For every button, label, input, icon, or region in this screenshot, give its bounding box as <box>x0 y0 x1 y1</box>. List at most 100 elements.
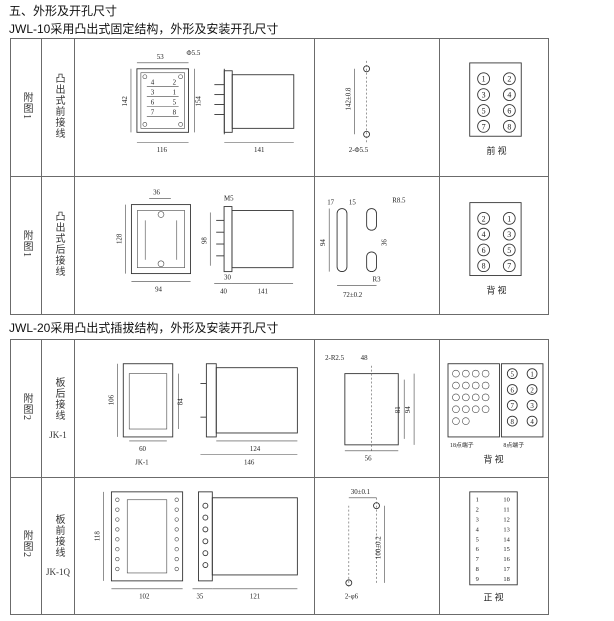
model-label: JK-1Q <box>46 567 70 578</box>
terminal-label: 7 <box>482 122 486 131</box>
terminal-label: 14 <box>503 536 510 543</box>
dim-142: 142 <box>121 96 129 107</box>
dim-142b: 142±0.8 <box>345 87 353 110</box>
svg-text:4: 4 <box>151 79 155 87</box>
terminal-label: 11 <box>503 506 509 513</box>
fig-label-cell: 附图2 <box>10 476 42 615</box>
front-terminal-view: 1 2 3 4 5 6 7 8 前 视 <box>469 62 522 156</box>
terminal-label: 8 <box>476 565 479 572</box>
dim-r85: R8.5 <box>392 198 406 205</box>
terminal-label: 5 <box>476 536 479 543</box>
terminal-label: 7 <box>507 262 511 271</box>
svg-text:6: 6 <box>151 99 155 107</box>
dim-100: 100±0.2 <box>375 535 382 558</box>
terminal-label: 3 <box>507 230 511 239</box>
dim-81: 81 <box>395 406 402 413</box>
rear-plugin-terminal-view: 5 1 6 2 7 3 8 4 18点端子 8点端子 背 视 <box>447 363 544 465</box>
dim-m5: M5 <box>224 196 234 203</box>
front-cutout-drawing: 142±0.8 2-Φ5.5 <box>345 60 371 154</box>
terminal-label: 2 <box>482 214 486 223</box>
terminal-label: 13 <box>503 526 509 533</box>
dim-r3: R3 <box>373 276 382 283</box>
outline-drawing-cell: 106 84 60 JK-1 124 146 <box>74 339 315 478</box>
front-plugin-outline-drawing: 118 102 35 121 <box>95 490 298 600</box>
view-caption: 前 视 <box>486 145 506 156</box>
rear-cutout-drawing: 17 15 R8.5 94 36 R3 72±0.2 <box>320 198 406 300</box>
outline-drawing-cell: 118 102 35 121 <box>74 476 315 615</box>
dim-60: 60 <box>139 446 146 453</box>
terminal-label: 16 <box>503 556 510 563</box>
dim-118: 118 <box>95 530 102 541</box>
dim-94: 94 <box>405 406 412 413</box>
right-terminal-caption: 8点端子 <box>503 441 524 449</box>
svg-text:1: 1 <box>173 89 177 97</box>
dim-phi55: Φ5.5 <box>187 49 201 57</box>
terminal-view-cell: 5 1 6 2 7 3 8 4 18点端子 8点端子 背 视 <box>439 339 549 478</box>
fig-label: 附图2 <box>21 392 32 421</box>
dim-84: 84 <box>178 398 185 405</box>
terminal-view-cell: 1 2 3 4 5 6 7 8 前 视 <box>439 38 549 177</box>
dim-146: 146 <box>244 460 255 467</box>
table-row: 附图2 板后接线 JK-1 106 84 60 JK-1 124 <box>10 339 549 478</box>
type-label: 板前接线 <box>53 514 64 559</box>
terminal-label: 12 <box>503 516 509 523</box>
terminal-label: 6 <box>482 246 486 255</box>
terminal-label: 9 <box>476 575 479 582</box>
terminal-label: 8 <box>482 262 486 271</box>
svg-text:7: 7 <box>151 108 155 116</box>
dim-17: 17 <box>327 200 334 207</box>
type-label: 板后接线 <box>53 376 64 421</box>
terminal-label: 4 <box>530 419 534 426</box>
terminal-label: 17 <box>503 565 510 572</box>
dim-phi6: 2-φ6 <box>345 593 359 600</box>
type-label-cell: 凸出式后接线 <box>41 176 75 315</box>
dim-53: 53 <box>157 53 164 61</box>
terminal-label: 5 <box>507 246 511 255</box>
terminal-label: 3 <box>476 516 479 523</box>
terminal-label: 4 <box>476 526 480 533</box>
fig-label: 附图2 <box>21 530 32 559</box>
view-caption: 背 视 <box>483 454 503 465</box>
dim-56: 56 <box>365 456 372 463</box>
dim-r25: 2-R2.5 <box>325 355 345 362</box>
dim-30: 30 <box>224 275 231 282</box>
svg-text:5: 5 <box>173 99 177 107</box>
terminal-label: 5 <box>511 372 515 379</box>
dim-121: 121 <box>250 593 261 600</box>
terminal-label: 3 <box>530 403 534 410</box>
dim-36: 36 <box>153 190 160 197</box>
outline-drawing-cell: 36 128 94 M5 98 30 40 141 <box>74 176 315 315</box>
terminal-label: 18 <box>503 575 509 582</box>
terminal-label: 15 <box>503 546 509 553</box>
dim-102: 102 <box>139 593 150 600</box>
type-label-cell: 板后接线 JK-1 <box>41 339 75 478</box>
dim-30: 30±0.1 <box>351 488 371 495</box>
jwl20-dimension-table: 附图2 板后接线 JK-1 106 84 60 JK-1 124 <box>10 339 549 615</box>
front-plugin-cutout-drawing: 30±0.1 100±0.2 2-φ6 <box>345 488 385 600</box>
terminal-label: 2 <box>476 506 479 513</box>
svg-text:3: 3 <box>151 89 155 97</box>
left-terminal-caption: 18点端子 <box>450 441 474 449</box>
section-heading: 五、外形及开孔尺寸 <box>9 4 118 18</box>
cutout-drawing-cell: 17 15 R8.5 94 36 R3 72±0.2 <box>314 176 440 315</box>
dim-154: 154 <box>194 96 202 107</box>
type-label-cell: 凸出式前接线 <box>41 38 75 177</box>
terminal-label: 10 <box>503 496 509 503</box>
fig-label: 附图1 <box>21 230 32 258</box>
terminal-label: 1 <box>530 372 534 379</box>
terminal-label: 4 <box>482 230 486 239</box>
dim-2phi55: 2-Φ5.5 <box>349 146 369 154</box>
terminal-label: 1 <box>482 75 486 84</box>
dim-141: 141 <box>258 288 269 295</box>
rear-wiring-outline-drawing: 36 128 94 M5 98 30 40 141 <box>117 190 294 295</box>
cutout-drawing-cell: 30±0.1 100±0.2 2-φ6 <box>314 476 440 615</box>
jwl10-heading: JWL-10采用凸出式固定结构，外形及安装开孔尺寸 <box>9 22 279 36</box>
dim-94b: 94 <box>320 239 327 246</box>
terminal-label: 6 <box>476 546 480 553</box>
dim-98: 98 <box>201 237 208 244</box>
